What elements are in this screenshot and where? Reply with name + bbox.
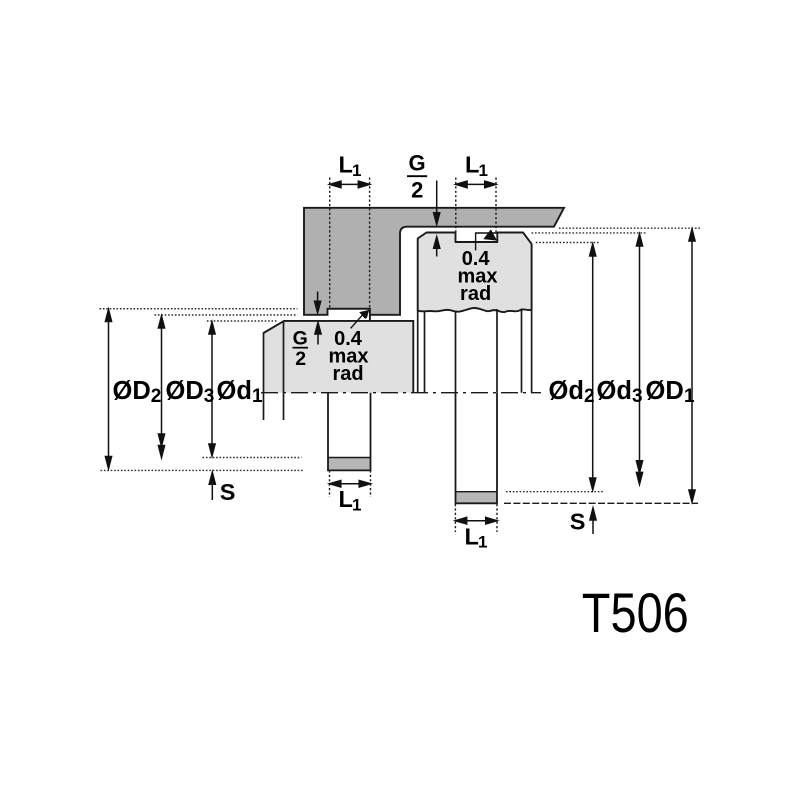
svg-text:ØD: ØD	[646, 377, 684, 405]
svg-text:ØD: ØD	[113, 377, 151, 405]
svg-text:T506: T506	[582, 582, 689, 644]
svg-text:S: S	[570, 509, 586, 535]
svg-text:Ød: Ød	[217, 377, 252, 405]
svg-text:rad: rad	[460, 283, 491, 305]
svg-text:1: 1	[479, 161, 488, 180]
svg-text:2: 2	[411, 178, 423, 203]
svg-text:G: G	[293, 328, 308, 350]
svg-text:3: 3	[204, 386, 215, 407]
svg-text:0.4: 0.4	[334, 328, 363, 350]
svg-text:1: 1	[352, 495, 361, 514]
svg-text:max: max	[328, 346, 368, 368]
svg-text:G: G	[408, 151, 425, 176]
svg-text:2: 2	[295, 348, 306, 370]
svg-text:1: 1	[252, 386, 263, 407]
svg-text:3: 3	[632, 386, 643, 407]
svg-text:Ød: Ød	[549, 377, 584, 405]
svg-text:2: 2	[151, 386, 162, 407]
svg-text:1: 1	[478, 533, 487, 552]
svg-text:rad: rad	[332, 363, 363, 385]
svg-text:1: 1	[684, 386, 695, 407]
svg-text:L: L	[465, 523, 479, 549]
svg-text:ØD: ØD	[166, 377, 204, 405]
svg-text:2: 2	[584, 386, 595, 407]
svg-text:1: 1	[352, 161, 361, 180]
svg-text:L: L	[339, 152, 353, 178]
svg-text:0.4: 0.4	[462, 248, 491, 270]
svg-text:L: L	[339, 486, 353, 512]
svg-text:L: L	[465, 152, 479, 178]
svg-text:Ød: Ød	[597, 377, 632, 405]
svg-text:S: S	[220, 479, 236, 505]
svg-text:max: max	[457, 266, 497, 288]
